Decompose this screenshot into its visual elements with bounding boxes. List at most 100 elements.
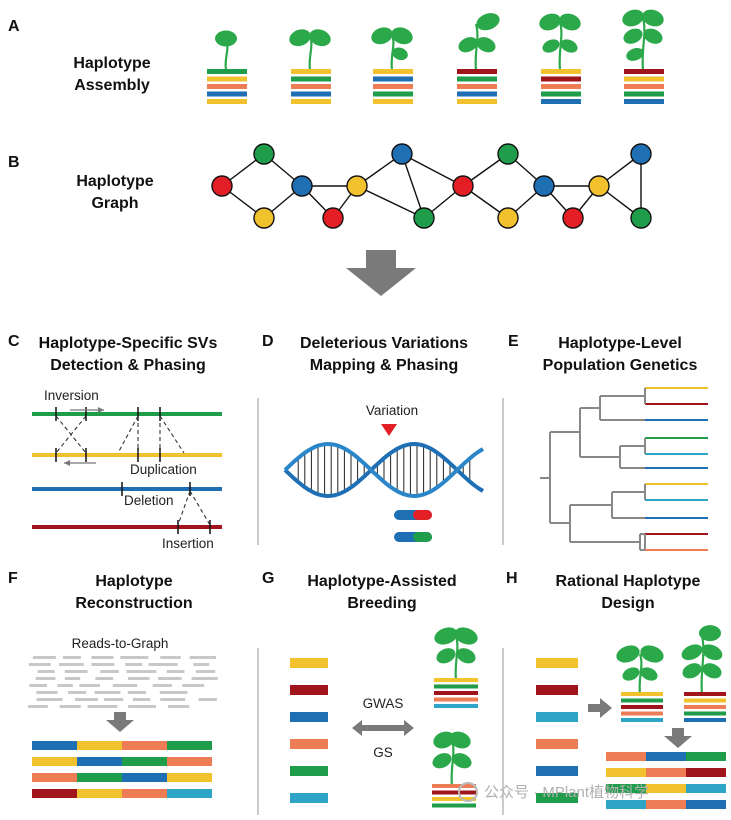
leaf-icon [476,13,500,31]
plant-icon [622,9,664,71]
graph-node [562,207,584,229]
read [120,656,149,659]
haplotype-bar [457,76,497,82]
read [104,698,124,701]
leaf-icon [640,667,658,681]
read [32,656,56,659]
graph-node [452,175,474,197]
down-arrow-icon [346,250,416,296]
graph-node [588,175,610,197]
read [157,677,182,680]
panel-a: A Haplotype Assembly [8,9,664,104]
haplotype-bar [457,69,497,74]
panel-f-title-line1: Haplotype [95,573,172,590]
haplotype-bar [541,69,581,74]
reads [28,656,218,708]
read [167,705,190,708]
variation-marker-icon [381,424,397,436]
haplotype-bar [621,705,663,709]
haplotype-bar [434,691,478,695]
leaf-icon [456,648,476,664]
panel-c-title-line2: Detection & Phasing [50,357,206,374]
haplotype-bar [432,790,476,795]
haplotype-segment [646,800,686,809]
haplotype-bar [373,84,413,89]
haplotype-bar [291,84,331,89]
haplotype-segment [686,768,726,777]
read [166,670,185,673]
haplotype-bar [541,91,581,97]
haplotype-segment [536,793,578,803]
haplotype-segment [606,800,646,809]
haplotype-bar [624,99,664,104]
panel-letter-d: D [262,333,274,350]
wechat-icon [458,782,478,802]
read [37,670,55,673]
panel-letter-g: G [262,570,274,587]
read [94,691,121,694]
plant-stem [308,35,313,71]
leaf-icon [701,644,723,661]
leaf-icon [681,644,703,661]
leaf-icon [215,30,237,47]
leaf-icon [458,37,478,53]
leaf-icon [436,648,456,664]
panel-g: G Haplotype-Assisted Breeding GWAS GS [262,570,478,808]
plant-icon [434,627,478,681]
read [112,684,138,687]
haplotype-bar [684,698,726,703]
haplotype-bar [432,803,476,808]
read [67,691,87,694]
haplotype-bar [457,84,497,89]
read [160,698,186,701]
panel-g-title-line2: Breeding [347,595,416,612]
haplotype-segment [536,685,578,695]
plant-icon [539,13,581,71]
read [191,677,218,680]
dna-strand [283,441,485,499]
read [28,705,48,708]
duplication-label: Duplication [130,462,197,477]
haplotype-bar [207,99,247,104]
haplotype-segment [77,741,122,750]
leaf-icon [616,645,640,663]
leaf-icon [452,753,472,769]
panel-h-title-line1: Rational Haplotype [556,573,701,590]
panel-letter-e: E [508,333,519,350]
read [64,670,88,673]
haplotype-bar [207,84,247,89]
read [159,691,188,694]
plant-icon [371,27,413,71]
haplotype-bar [373,76,413,82]
watermark-text: 公众号 · MPlant植物科学 [484,784,649,801]
haplotype-segment [646,752,686,761]
right-arrow-icon [588,698,612,718]
read [100,670,119,673]
haplotype-segment [536,712,578,722]
haplotype-segment [290,793,328,803]
haplotype-segment [122,757,167,766]
haplotype-segment [646,768,686,777]
haplotype-bar [434,697,478,702]
graph-node [630,143,652,165]
haplotype-segment [167,773,212,782]
haplotype-segment [32,741,77,750]
read [148,663,178,666]
panel-c-title-line1: Haplotype-Specific SVs [39,335,218,352]
haplotype-segment [290,739,328,749]
haplotype-segment [32,773,77,782]
haplotype-segment [77,773,122,782]
haplotype-bar [291,91,331,97]
leaf-icon [542,39,560,53]
gs-label: GS [373,745,393,760]
haplotype-bar [624,69,664,74]
leaf-icon [371,27,393,45]
plant-icon [432,731,472,787]
panel-d: D Deleterious Variations Mapping & Phasi… [262,333,485,542]
haplotype-segments [290,658,328,803]
haplotype-bar [621,698,663,703]
leaf-icon [289,29,311,47]
haplotype-bar [621,718,663,722]
haplotype-bar [457,99,497,104]
read [127,691,147,694]
